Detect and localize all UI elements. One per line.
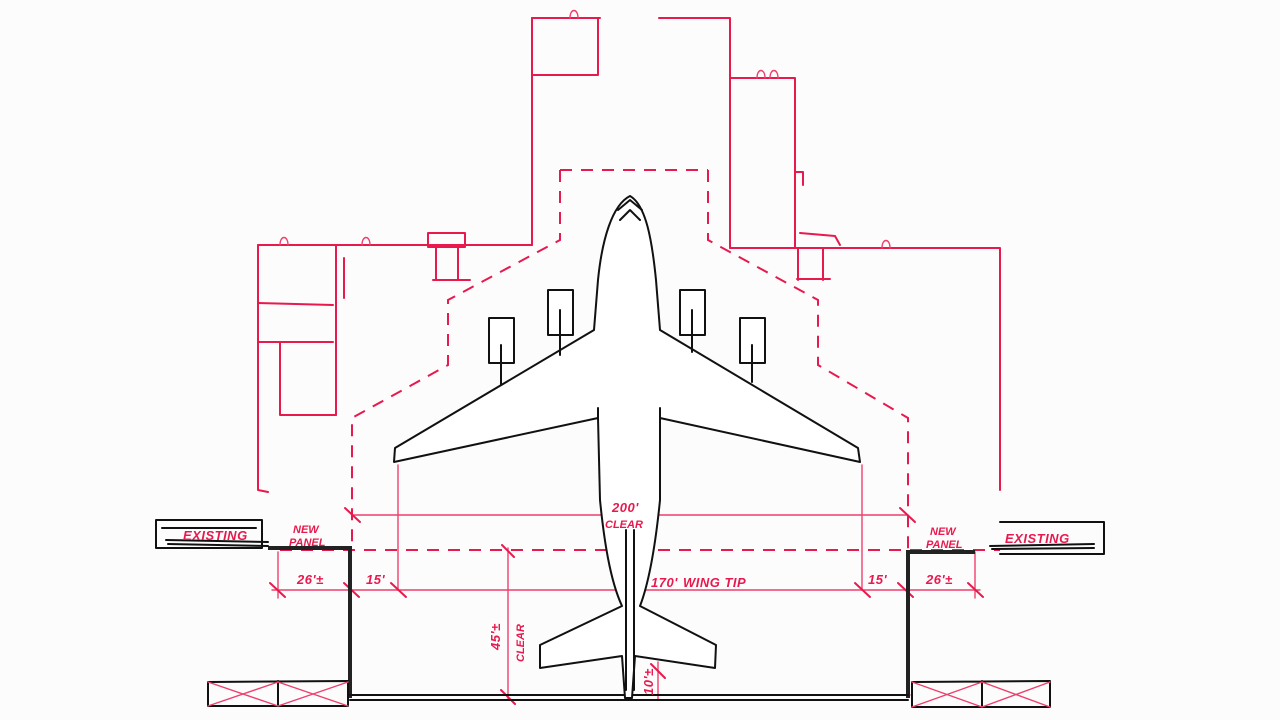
label-right-wingtip-gap: 15'	[868, 572, 887, 587]
label-existing-left: EXISTING	[183, 528, 248, 543]
label-new-panel-right-1: NEW	[930, 526, 957, 538]
label-new-panel-left-1: NEW	[293, 524, 320, 536]
label-wingtip-span: 170'	[651, 575, 678, 590]
label-new-panel-left-2: PANEL	[289, 537, 326, 549]
label-clear-width: 200'	[611, 500, 639, 515]
annotations: EXISTING NEW PANEL 26'± 15' 200' CLEAR 1…	[183, 500, 1070, 695]
label-depth-clear-note: CLEAR	[515, 624, 527, 662]
aircraft-silhouette	[393, 195, 861, 699]
label-clear-width-note: CLEAR	[605, 519, 643, 531]
label-depth-clear: 45'±	[488, 623, 503, 651]
label-left-offset: 26'±	[296, 572, 324, 587]
label-tail-clear: 10'±	[641, 668, 656, 695]
existing-door-stubs	[155, 519, 1105, 708]
existing-building-walls	[257, 9, 1001, 493]
label-right-offset: 26'±	[925, 572, 953, 587]
label-wingtip-note: WING TIP	[683, 575, 746, 590]
label-existing-right: EXISTING	[1005, 531, 1070, 546]
label-new-panel-right-2: PANEL	[926, 539, 963, 551]
label-left-wingtip-gap: 15'	[366, 572, 385, 587]
